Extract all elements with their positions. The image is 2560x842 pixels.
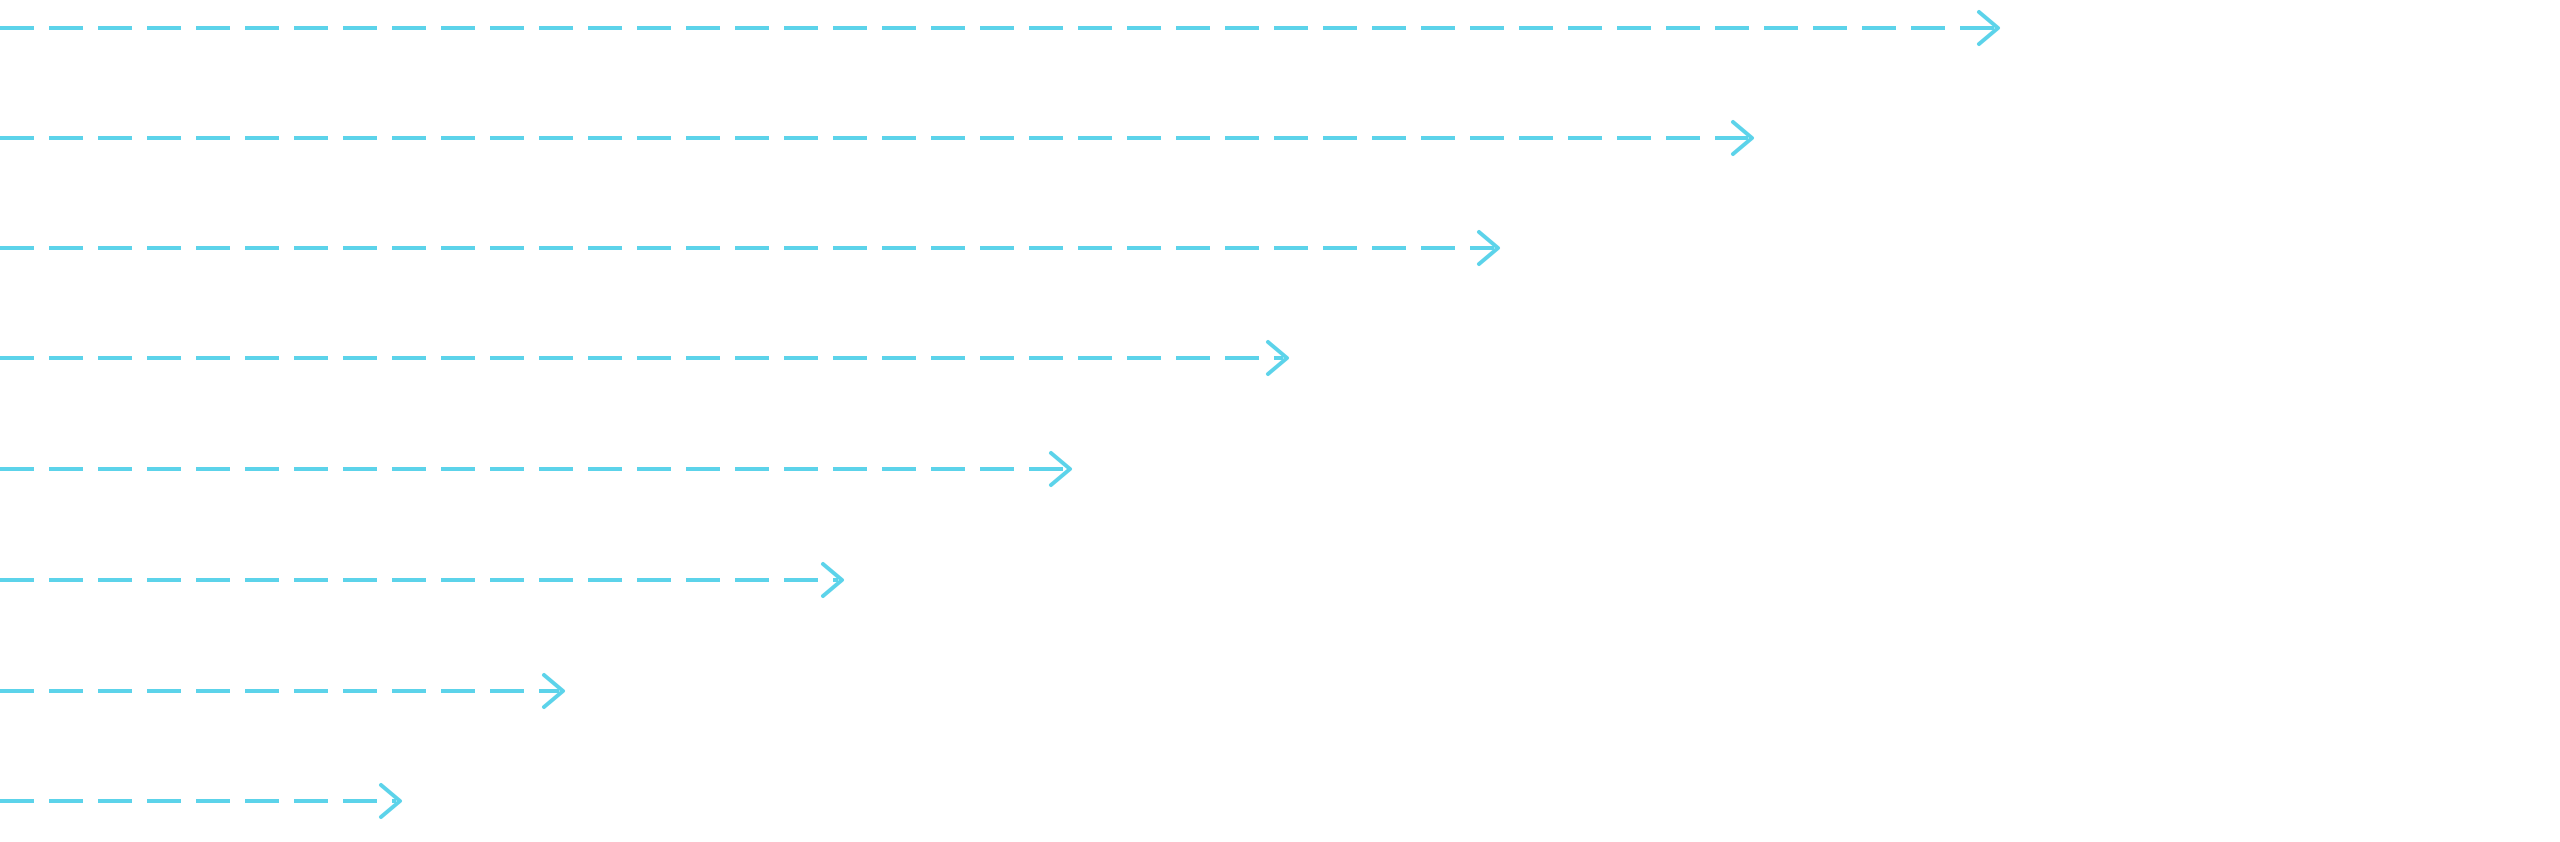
dashed-arrow-5 — [0, 451, 1072, 487]
arrowhead-icon — [1049, 451, 1072, 487]
dashed-arrow-3 — [0, 230, 1500, 266]
arrowhead-icon — [1977, 10, 2000, 46]
dashed-arrow-7 — [0, 673, 565, 709]
dashed-arrow-2 — [0, 120, 1754, 156]
arrowhead-icon — [821, 562, 844, 598]
arrowhead-icon — [1731, 120, 1754, 156]
arrowhead-icon — [1266, 340, 1289, 376]
dashed-arrow-1 — [0, 10, 2000, 46]
dashed-arrow-8 — [0, 783, 402, 819]
arrowhead-icon — [542, 673, 565, 709]
arrowhead-icon — [379, 783, 402, 819]
dashed-arrow-4 — [0, 340, 1289, 376]
dashed-arrow-6 — [0, 562, 844, 598]
arrowhead-icon — [1477, 230, 1500, 266]
